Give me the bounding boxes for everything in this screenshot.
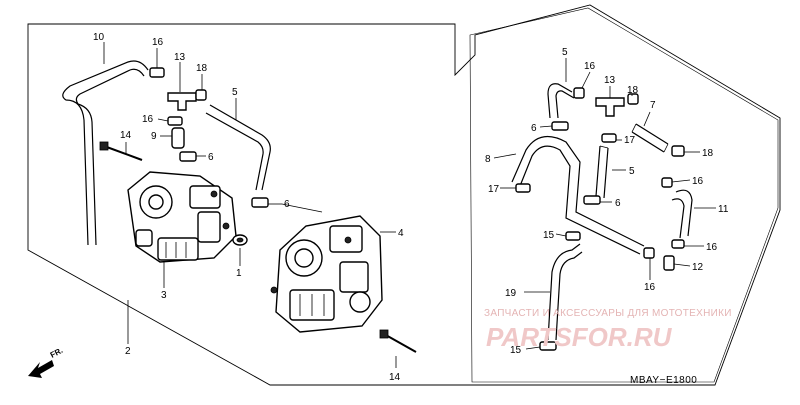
- callout-18-right-upper: 18: [627, 85, 639, 96]
- clip-15-lower: [539, 341, 557, 351]
- arrow-icon: [28, 360, 54, 378]
- watermark-tagline: ЗАПЧАСТИ И АКСЕССУАРЫ ДЛЯ МОТОТЕХНИКИ: [484, 308, 732, 319]
- callout-9: 9: [151, 131, 157, 142]
- callout-13: 13: [174, 52, 186, 63]
- assembly-boundary: [27, 4, 781, 386]
- clip-6-left: [179, 151, 197, 162]
- callout-5: 5: [232, 87, 238, 98]
- hose-5-upper-right: [547, 83, 575, 119]
- callout-16: 16: [152, 37, 164, 48]
- diagram-code: MBAY−E1800: [630, 375, 697, 386]
- clip-15-upper: [565, 231, 581, 241]
- clip-6-right-lower: [583, 195, 601, 205]
- callout-16-right-upper: 16: [584, 61, 596, 72]
- callout-5-right-mid: 5: [629, 166, 635, 177]
- screw-14-upper: [99, 141, 143, 161]
- callout-6-right-upper: 6: [531, 123, 537, 134]
- callout-1: 1: [236, 268, 242, 279]
- callout-16-right-low: 16: [706, 242, 718, 253]
- clip-16-right-bottom: [643, 247, 655, 259]
- joint-13-tee: [167, 92, 197, 111]
- callout-16-right-bottom: 16: [644, 282, 656, 293]
- callout-4: 4: [398, 228, 404, 239]
- clip-6-right-upper: [551, 121, 569, 131]
- clip-6-lower-left: [251, 197, 269, 208]
- hose-7: [631, 123, 669, 153]
- front-direction-indicator: FR.: [28, 346, 64, 378]
- callout-17-right-upper: 17: [624, 135, 636, 146]
- callout-18: 18: [196, 63, 208, 74]
- watermark: ЗАПЧАСТИ И АКСЕССУАРЫ ДЛЯ МОТОТЕХНИКИ PA…: [484, 308, 732, 352]
- screw-14-lower: [379, 329, 417, 353]
- clip-16-right-upper: [573, 87, 585, 99]
- callouts-left: 10 16 13 18 5 16 9 6 14 6 4 1 3 2 14: [93, 32, 404, 383]
- clip-18-right-lower: [671, 145, 685, 157]
- callout-15-upper: 15: [543, 230, 555, 241]
- direction-label: FR.: [49, 346, 65, 360]
- hose-10: [62, 60, 149, 246]
- clip-16-right-low: [671, 239, 685, 249]
- clip-18: [195, 89, 207, 101]
- callout-16-mid: 16: [142, 114, 154, 125]
- callout-19: 19: [505, 288, 517, 299]
- leader-lines: [103, 42, 716, 368]
- hose-19: [547, 243, 583, 341]
- hose-9: [171, 127, 185, 149]
- cap-1: [232, 234, 248, 246]
- callout-6-lower: 6: [284, 199, 290, 210]
- callout-7: 7: [650, 100, 656, 111]
- clip-16-right-mid: [661, 177, 673, 188]
- callout-14-lower: 14: [389, 372, 401, 383]
- callout-14-upper: 14: [120, 130, 132, 141]
- callout-10: 10: [93, 32, 105, 43]
- callout-6: 6: [208, 152, 214, 163]
- clip-18-right: [627, 93, 639, 105]
- callouts-right: 5 16 13 18 7 6 17 18 8 5 17 6 16 11 15 1…: [485, 47, 729, 356]
- callout-3: 3: [161, 290, 167, 301]
- callout-5-right-upper: 5: [562, 47, 568, 58]
- callout-18-right-lower: 18: [702, 148, 714, 159]
- callout-8: 8: [485, 154, 491, 165]
- callout-2: 2: [125, 346, 131, 357]
- callout-6-right-lower: 6: [615, 198, 621, 209]
- callout-12: 12: [692, 262, 704, 273]
- joint-13-right: [595, 97, 625, 117]
- clip-17-right-upper: [601, 133, 617, 143]
- watermark-brand: PARTSFOR.RU: [486, 322, 673, 352]
- callout-11: 11: [718, 204, 729, 215]
- hose-5-mid-right: [595, 145, 609, 199]
- carburetor-3: [127, 171, 237, 263]
- clip-16-upper: [149, 67, 165, 78]
- carburetor-4: [270, 215, 383, 333]
- clip-17-right-lower: [515, 183, 531, 193]
- hose-11: [671, 189, 693, 239]
- hose-8: [511, 135, 645, 255]
- clip-16-mid: [167, 116, 183, 126]
- hose-5-left: [205, 104, 271, 191]
- joint-12: [663, 255, 675, 271]
- callout-17-right-lower: 17: [488, 184, 500, 195]
- callout-15-lower: 15: [510, 345, 522, 356]
- callout-13-right: 13: [604, 75, 616, 86]
- callout-16-right-mid: 16: [692, 176, 704, 187]
